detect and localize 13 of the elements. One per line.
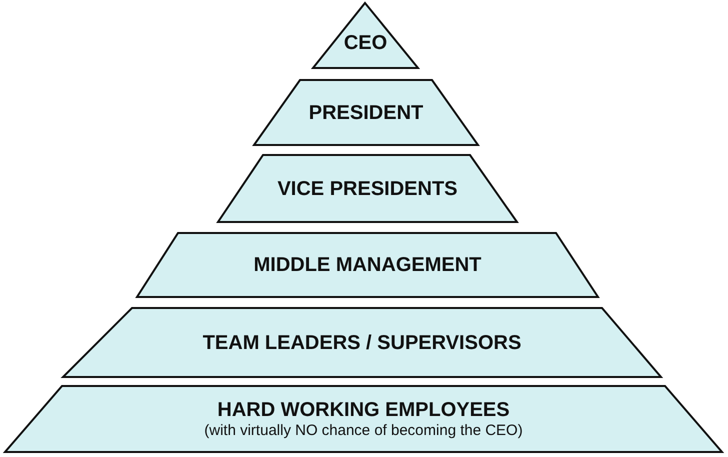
pyramid-tier [254, 80, 478, 145]
tier-label: CEO [344, 30, 388, 54]
tier-note: (with virtually NO chance of becoming the CEO) [204, 422, 523, 440]
pyramid-tier [5, 386, 722, 452]
tier-label: HARD WORKING EMPLOYEES [217, 398, 510, 422]
tier-label: TEAM LEADERS / SUPERVISORS [202, 330, 522, 354]
tier-label: MIDDLE MANAGEMENT [254, 253, 482, 277]
pyramid-tier [313, 3, 418, 68]
pyramid-tier [218, 155, 517, 222]
tier-label: VICE PRESIDENTS [277, 176, 458, 200]
pyramid-tier [137, 233, 598, 297]
tier-label: PRESIDENT [308, 100, 424, 124]
pyramid-tier [63, 308, 661, 377]
